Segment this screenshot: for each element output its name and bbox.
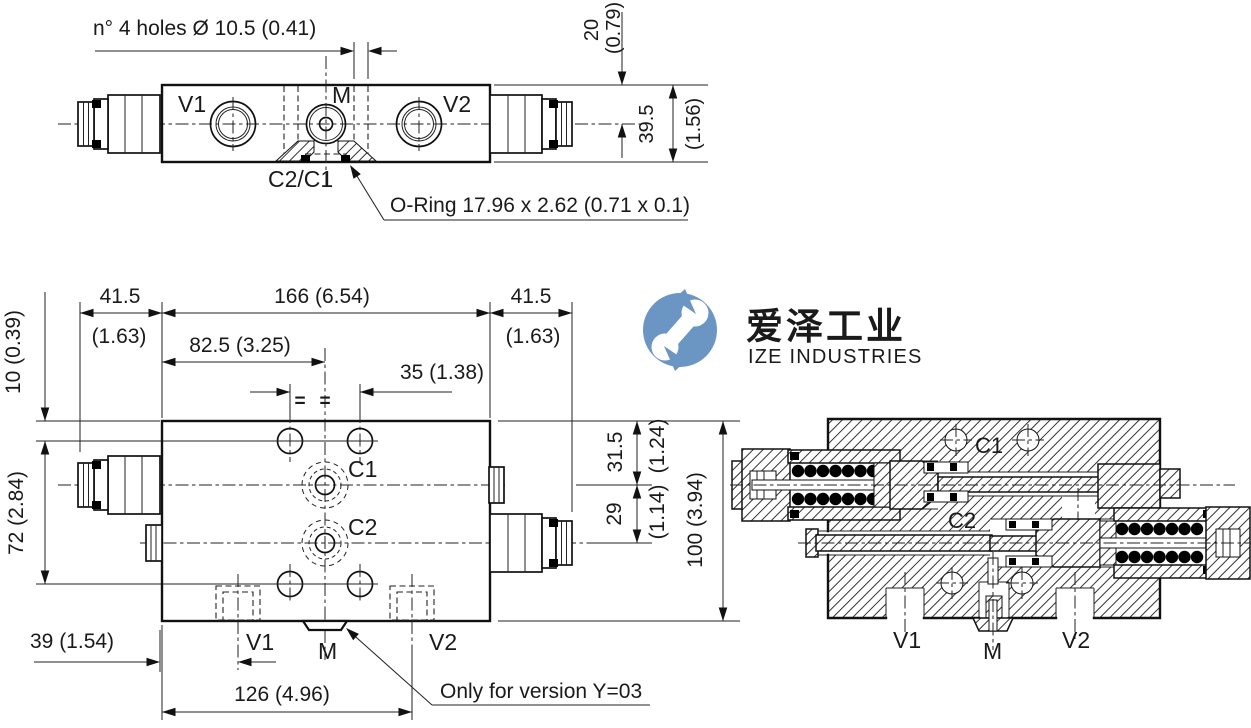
- top-view: n° 4 holes Ø 10.5 (0.41) V1 M V2 C2/C1 O…: [58, 2, 708, 221]
- dim-29-in: (1.14): [646, 485, 669, 540]
- dim-100: 100 (3.94): [684, 472, 707, 568]
- dim-126: 126 (4.96): [234, 683, 330, 706]
- section-view: C1 C2 V1 M V2: [730, 417, 1251, 664]
- cavity-c1: [301, 461, 349, 509]
- left-plug-tab: [145, 524, 163, 562]
- cavity-c2: [301, 519, 349, 567]
- dim-39-5-in: (1.56): [683, 98, 705, 150]
- oring-seal-right: [341, 155, 350, 162]
- logo-cn-text: 爱泽工业: [746, 306, 906, 347]
- dim-29: 29: [603, 502, 626, 525]
- dim-166: 166 (6.54): [274, 285, 370, 308]
- dim-35: 35 (1.38): [400, 361, 484, 384]
- right-fitting-front: [489, 513, 573, 573]
- port-m-top: [305, 56, 347, 190]
- port-v1-label-front: V1: [246, 629, 274, 655]
- mounting-holes: [273, 410, 377, 604]
- oring-seal-left: [301, 155, 310, 162]
- section-v2-label: V2: [1062, 627, 1090, 653]
- equals-mark-left: =: [294, 391, 305, 412]
- front-view-body: [160, 419, 492, 623]
- left-fitting-front: [77, 455, 161, 515]
- port-m-label: M: [332, 82, 351, 108]
- holes-note: n° 4 holes Ø 10.5 (0.41): [93, 17, 316, 40]
- dim-41-5-left: 41.5: [100, 285, 141, 308]
- version-note: Only for version Y=03: [440, 680, 642, 703]
- dim-31-5-in: (1.24): [646, 419, 669, 474]
- m-port-notch: [300, 619, 350, 632]
- port-v1-top: [209, 97, 257, 151]
- dim-39: 39 (1.54): [30, 630, 114, 653]
- front-view: 41.5 (1.63) 166 (6.54) 41.5 (1.63) 82.5 …: [2, 285, 740, 720]
- dim-41-5-right-in: (1.63): [506, 325, 561, 348]
- dim-72: 72 (2.84): [5, 471, 28, 555]
- dim-41-5-left-in: (1.63): [92, 325, 147, 348]
- section-v1-label: V1: [893, 627, 921, 653]
- port-m-label-front: M: [318, 638, 337, 664]
- section-c2-label: C2: [948, 508, 976, 533]
- port-v2-label: V2: [443, 91, 471, 117]
- dim-20-in: (0.79): [603, 2, 625, 54]
- equals-mark-right: =: [319, 391, 330, 412]
- cavity-label: C2/C1: [268, 166, 333, 192]
- port-v2-top: [395, 97, 443, 151]
- ize-logo: 爱泽工业 IZE INDUSTRIES: [643, 289, 923, 371]
- dim-39-5: 39.5: [636, 105, 658, 144]
- port-v2-label-front: V2: [429, 629, 457, 655]
- port-c2-label: C2: [348, 514, 377, 540]
- section-c1-label: C1: [975, 433, 1003, 458]
- logo-en-text: IZE INDUSTRIES: [748, 346, 923, 368]
- right-plug-tab: [488, 466, 505, 504]
- dim-82-5: 82.5 (3.25): [189, 334, 291, 357]
- port-v1-label: V1: [178, 91, 206, 117]
- dim-10: 10 (0.39): [2, 310, 25, 394]
- dim-31-5: 31.5: [604, 432, 627, 473]
- dim-20: 20: [581, 19, 603, 41]
- section-m-label: M: [983, 638, 1002, 664]
- oring-note: O-Ring 17.96 x 2.62 (0.71 x 0.1): [390, 194, 690, 217]
- port-c1-label: C1: [348, 456, 377, 482]
- dim-41-5-right: 41.5: [511, 285, 552, 308]
